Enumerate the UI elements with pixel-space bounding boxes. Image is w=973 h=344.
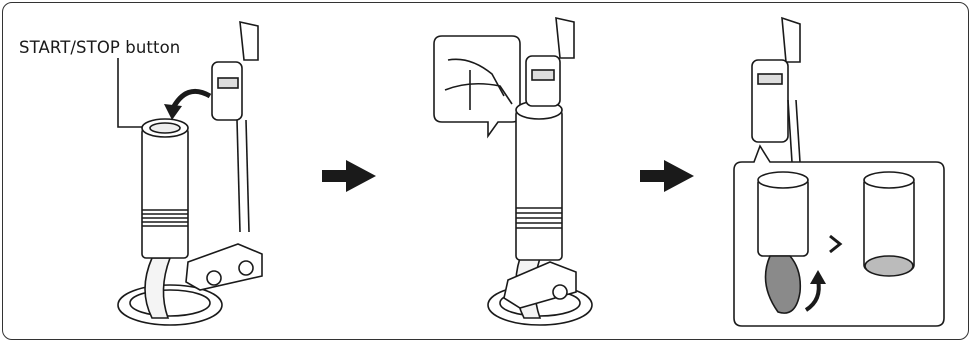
- start-stop-button-label: START/STOP button: [19, 38, 181, 57]
- zoom-callout-bubble: [433, 35, 521, 139]
- panel-3-vacuum: [733, 16, 945, 327]
- vacuum-floor-head: [185, 243, 263, 291]
- vacuum-handle: [239, 20, 259, 61]
- station-bin: [515, 109, 563, 261]
- vacuum-motor: [751, 59, 789, 143]
- vacuum-motor: [525, 55, 561, 107]
- panel-1-station: [117, 20, 263, 326]
- station-base: [117, 284, 223, 326]
- station-bin: [141, 127, 189, 259]
- curved-arrow-head: [164, 104, 182, 120]
- bin-lid-open: [764, 255, 802, 314]
- chevron-right-icon: [829, 234, 843, 254]
- vacuum-tube: [787, 99, 793, 163]
- right-arrow-icon: [322, 160, 376, 192]
- vacuum-tube: [236, 119, 241, 233]
- panel-2-station: [433, 16, 593, 326]
- vacuum-motor: [211, 61, 243, 121]
- station-stand: [144, 257, 172, 319]
- vacuum-handle: [555, 16, 575, 59]
- label-leader-line: [117, 58, 146, 128]
- vacuum-handle: [781, 16, 801, 63]
- right-arrow-icon: [640, 160, 694, 192]
- bin-open: [757, 177, 809, 257]
